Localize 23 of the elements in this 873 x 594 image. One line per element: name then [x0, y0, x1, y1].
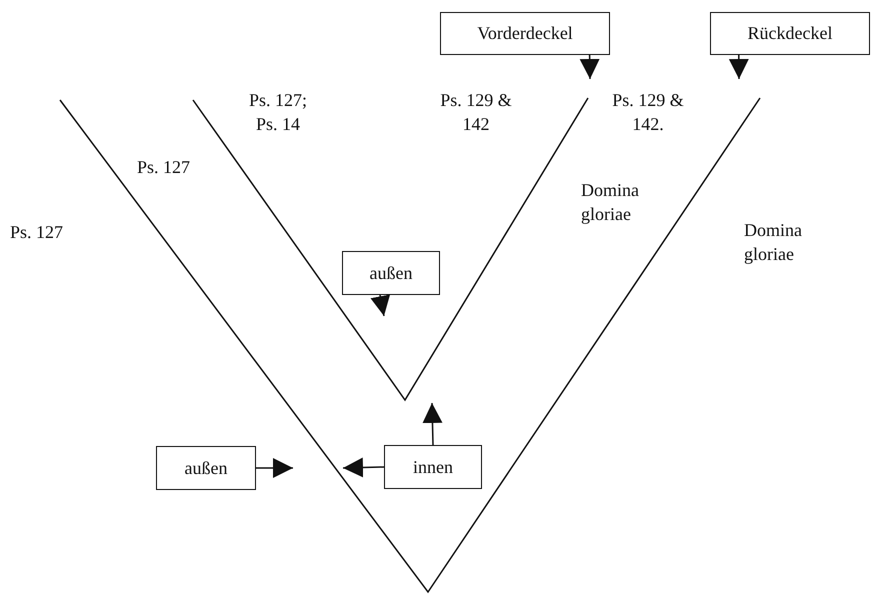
- label-box: [710, 12, 870, 55]
- label-box: [384, 445, 482, 489]
- arrow: [728, 55, 749, 79]
- box-label: innen: [413, 456, 453, 478]
- psalm-note: Ps. 127: [137, 156, 192, 179]
- label-box: [440, 12, 610, 55]
- box-label: außen: [370, 262, 412, 284]
- arrow: [256, 458, 293, 478]
- psalm-note: Ps. 127: [10, 221, 64, 244]
- psalm-note: Ps. 129 & 142: [439, 89, 513, 136]
- psalm-note: Domina gloriae: [744, 219, 803, 266]
- psalm-note: Ps. 127; Ps. 14: [248, 89, 308, 136]
- box-label: Rückdeckel: [748, 23, 832, 44]
- psalm-note: Ps. 129 & 142.: [611, 89, 685, 136]
- label-box: [342, 251, 440, 295]
- arrow: [342, 458, 384, 478]
- arrow: [370, 294, 390, 316]
- arrow: [580, 54, 600, 80]
- psalm-note: Domina gloriae: [581, 179, 640, 226]
- label-box: [156, 446, 256, 490]
- box-label: Vorderdeckel: [477, 23, 573, 44]
- arrow: [422, 402, 442, 446]
- box-label: außen: [184, 458, 228, 478]
